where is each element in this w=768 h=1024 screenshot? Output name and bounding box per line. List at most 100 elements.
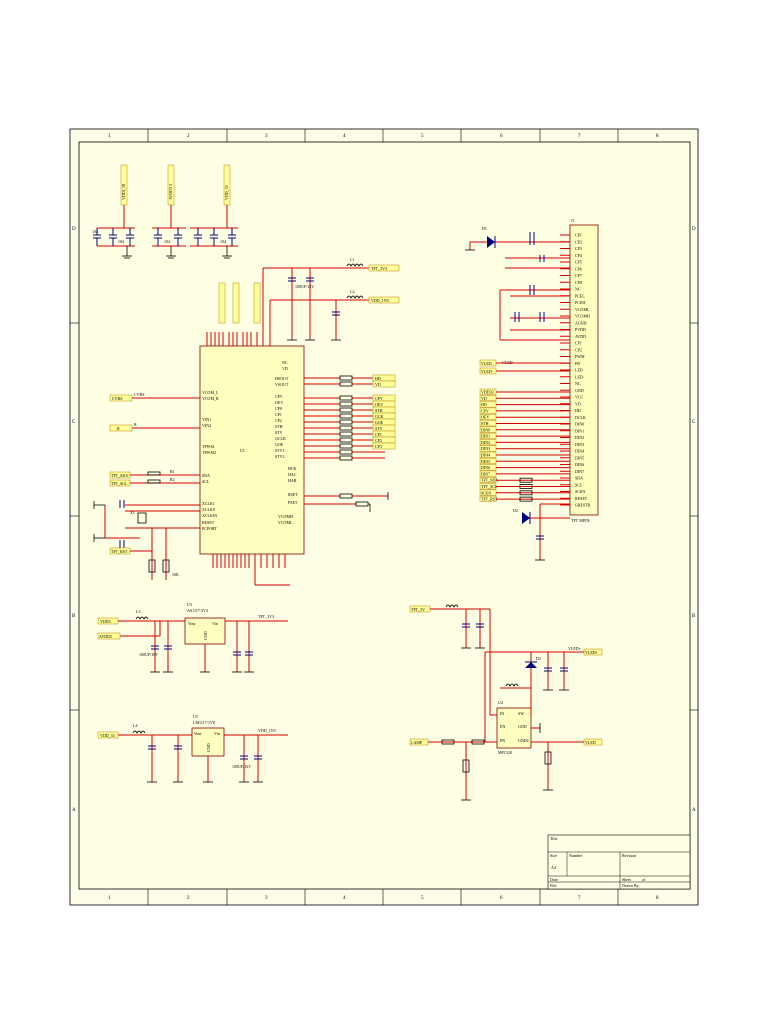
connector-pin-label: NC xyxy=(575,381,581,386)
col-label: 7 xyxy=(578,896,581,901)
net-flag: DIN4 xyxy=(481,453,490,458)
pin-label: HAC xyxy=(288,472,297,477)
inductor-ref: L1 xyxy=(350,257,354,262)
connector-pin-label: SCEN xyxy=(575,489,585,494)
pin-label: CPV xyxy=(275,394,283,399)
pin-label: FB xyxy=(500,738,505,743)
pin-label: NC xyxy=(282,360,288,365)
net-flag: HD xyxy=(481,402,487,407)
net-flag: DIN2 xyxy=(481,440,490,445)
cap-value: 100UF/16V xyxy=(139,652,158,657)
series-resistor xyxy=(519,496,533,502)
connector-pin-label: CP7 xyxy=(575,273,582,278)
pin-label: SDA xyxy=(202,473,210,478)
pin-label: VCOM_L xyxy=(202,390,219,395)
connector-pin-label: LED xyxy=(575,368,583,373)
crystal-reset-group: X1 TFT_RST 10K xyxy=(93,500,200,580)
pin-label: HCK xyxy=(288,466,297,471)
connector-pin-label: VD xyxy=(575,401,581,406)
col-label: 1 xyxy=(108,134,111,139)
diode-ref: D3 xyxy=(536,656,541,661)
inductor-ref: L2 xyxy=(350,289,354,294)
col-label: 8 xyxy=(656,134,659,139)
net-flag: GOE xyxy=(375,420,384,425)
net-label-cvbs: CVBS xyxy=(134,392,144,397)
pin-label: EN xyxy=(500,724,505,729)
connector-pin-label: VCOMH xyxy=(575,314,590,319)
inductor-ref: L4 xyxy=(133,723,137,728)
reg-name: LM1117-1V8 xyxy=(193,720,215,725)
file-label: File: xyxy=(550,883,557,888)
connector-pin-label: CP3 xyxy=(575,246,582,251)
net-label-r: R xyxy=(134,422,137,427)
col-label: 4 xyxy=(343,896,346,901)
pin-label: HSOUT xyxy=(275,376,289,381)
column-labels-bottom: 1 2 3 4 5 6 7 8 xyxy=(108,896,659,901)
col-label: 7 xyxy=(578,134,581,139)
connector-pin-label: CP2 xyxy=(575,347,582,352)
net-flag-vdd33: VDD_33 xyxy=(224,185,229,200)
cap-value: 104 xyxy=(118,239,124,244)
connector-pin-label: PCEL xyxy=(575,293,585,298)
title-label: Title xyxy=(550,836,558,841)
connector-pin-label: VCOML xyxy=(575,307,590,312)
main-chip-bottom-pins xyxy=(212,554,290,586)
pin-label: VCOMH xyxy=(278,514,293,519)
connector-pin-label: CP6 xyxy=(575,266,582,271)
crystal-ref: X1 xyxy=(130,510,135,515)
column-ticks xyxy=(70,129,698,905)
pin-label: RESET xyxy=(202,520,215,525)
col-label: 2 xyxy=(187,896,190,901)
net-flag: VLED- xyxy=(481,369,494,374)
decoupling-group: VDDI_18 AVDD3.3 VDD_33 104 104 xyxy=(92,164,238,259)
net-flag: HD xyxy=(375,376,381,381)
connector-pin-label: FB xyxy=(575,361,580,366)
col-label: 6 xyxy=(500,896,503,901)
pin-label: Vout xyxy=(188,621,196,626)
pin-label: CP0 xyxy=(275,406,282,411)
of-label: of xyxy=(642,877,646,882)
resistor-ref: R1 xyxy=(170,469,175,474)
connector-pin-label: VCC xyxy=(575,395,584,400)
reg-ref: U3 xyxy=(187,602,192,607)
net-flag: VD xyxy=(375,382,381,387)
net-flag: CPV xyxy=(481,408,489,413)
col-label: 3 xyxy=(265,896,268,901)
col-label: 1 xyxy=(108,896,111,901)
net-flag-vddi: VDDI_18 xyxy=(121,184,126,200)
reg-name: AS1117-3V3 xyxy=(187,608,208,613)
pin-label: VIN2 xyxy=(202,423,211,428)
connector-pin-label: DIN5 xyxy=(575,455,584,460)
connector-pin-label: PCEH xyxy=(575,300,585,305)
cap-value: 100UF/16V xyxy=(295,284,314,289)
size-label: Size xyxy=(550,853,557,858)
series-resistor xyxy=(519,490,533,496)
connector-pin-label: GRESTB xyxy=(575,503,591,508)
column-labels-top: 1 2 3 4 5 6 7 8 xyxy=(108,134,659,139)
net-flag: TFT_RST xyxy=(481,497,498,502)
row-label: B xyxy=(692,614,696,619)
connector-pin-label: CP5 xyxy=(575,260,582,265)
pin-label: GND xyxy=(206,743,211,752)
main-chip-left-pins: VCOM_L VCOM_R VIN1 VIN2 TPWM TPWM2 SDA S… xyxy=(202,390,219,531)
date-label: Date: xyxy=(550,877,559,882)
net-label-vdd18: VDD_1V8 xyxy=(258,728,276,733)
cap-value: 104 xyxy=(92,229,98,234)
net-flag-tft5v: TFT_5V xyxy=(411,607,425,612)
main-chip-right-pins: NC VD HSOUT VSOUT CPV OEV CP0 CP1 CP2 ST… xyxy=(275,360,298,525)
net-flag-vdd33: VDD_33 xyxy=(100,733,115,738)
connector-pin-label: DCLK xyxy=(575,415,586,420)
pin-label: TPWM2 xyxy=(202,450,216,455)
net-flag: DIN5 xyxy=(481,459,490,464)
net-flag: CP1 xyxy=(375,432,382,437)
input-nets: CVBS CVBS R R TFT_SDA TFT_SCL R1 R2 xyxy=(109,392,200,487)
net-flag: GCK xyxy=(375,414,384,419)
row-labels: D C B A D C B A xyxy=(72,227,696,813)
net-flag: OEV xyxy=(481,415,489,420)
main-chip-ref: U1 xyxy=(240,448,245,453)
connector-name: TFT 50PIN xyxy=(571,518,590,523)
connector-lower-circuit: D2 xyxy=(513,503,570,561)
net-flag: DIN1 xyxy=(481,434,490,439)
net-flag-vdd5: VDD5 xyxy=(100,619,111,624)
series-resistors xyxy=(339,375,389,512)
